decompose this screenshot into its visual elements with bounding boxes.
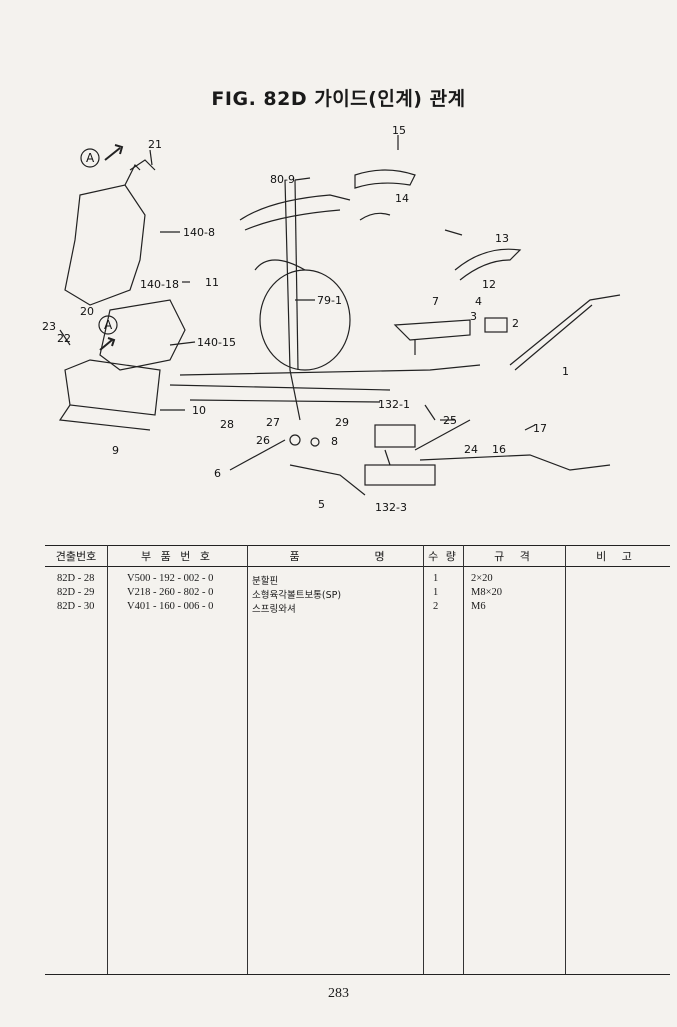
row-spec: M6 (471, 601, 486, 612)
header-name-2: 명 (374, 550, 386, 563)
column-divider (107, 545, 108, 975)
callout-4: 4 (475, 295, 482, 308)
callout-24: 24 (464, 443, 478, 456)
callout-17: 17 (533, 422, 547, 435)
row-ref: 82D - 29 (57, 587, 95, 598)
callout-20: 20 (80, 305, 94, 318)
callout-3: 3 (470, 310, 477, 323)
row-ref: 82D - 30 (57, 601, 95, 612)
callout-29: 29 (335, 416, 349, 429)
row-name: 분할핀 (252, 576, 279, 587)
header-qty: 수 량 (428, 550, 458, 563)
callout-79-1: 79-1 (317, 294, 342, 307)
callout-10: 10 (192, 404, 206, 417)
header-note: 비 고 (596, 550, 638, 563)
column-divider (565, 545, 566, 975)
exploded-view-drawing: A A 21 15 80-9 14 140-8 13 12 140-18 11 … (42, 124, 621, 514)
page-number: 283 (328, 986, 349, 1001)
header-ref: 견출번호 (55, 550, 97, 563)
header-name-1: 품 (289, 550, 301, 563)
callout-9: 9 (112, 444, 119, 457)
callout-5: 5 (318, 498, 325, 511)
row-qty: 1 (433, 573, 439, 584)
callout-140-18: 140-18 (140, 278, 179, 291)
callout-27: 27 (266, 416, 280, 429)
callout-132-3: 132-3 (375, 501, 407, 514)
callout-80-9: 80-9 (270, 173, 295, 186)
row-spec: M8×20 (471, 587, 503, 598)
callout-11: 11 (205, 276, 219, 289)
callout-140-8: 140-8 (183, 226, 215, 239)
callout-22: 22 (57, 332, 71, 345)
column-divider (247, 545, 248, 975)
callout-8: 8 (331, 435, 338, 448)
callout-26: 26 (256, 434, 270, 447)
row-qty: 1 (433, 587, 439, 598)
callout-25: 25 (443, 414, 457, 427)
table-row: 82D - 29 V218 - 260 - 802 - 0 소형육각볼트보통(S… (45, 587, 670, 601)
header-spec: 규 격 (494, 550, 536, 563)
callout-2: 2 (512, 317, 519, 330)
row-qty: 2 (433, 601, 439, 612)
row-part-no: V500 - 192 - 002 - 0 (127, 573, 214, 584)
callout-circle-a-lower: A (104, 318, 113, 332)
header-part-no: 부 품 번 호 (141, 550, 213, 563)
callout-12: 12 (482, 278, 496, 291)
table-row: 82D - 30 V401 - 160 - 006 - 0 스프링와셔 2 M6 (45, 601, 670, 615)
callout-23: 23 (42, 320, 56, 333)
row-name: 스프링와셔 (252, 604, 296, 615)
table-bottom-border (45, 974, 670, 975)
callout-6: 6 (214, 467, 221, 480)
column-divider (463, 545, 464, 975)
callout-circle-a: A (86, 151, 95, 165)
callout-14: 14 (395, 192, 409, 205)
parts-diagram: A A 21 15 80-9 14 140-8 13 12 140-18 11 … (30, 120, 630, 530)
callout-15: 15 (392, 124, 406, 137)
row-part-no: V401 - 160 - 006 - 0 (127, 601, 214, 612)
callout-140-15: 140-15 (197, 336, 236, 349)
callout-1: 1 (562, 365, 569, 378)
table-header: 견출번호 부 품 번 호 품 명 수 량 규 격 비 고 (45, 545, 670, 567)
parts-table: 견출번호 부 품 번 호 품 명 수 량 규 격 비 고 82D - 28 V5… (45, 545, 670, 975)
guide-plate-shape (64, 184, 146, 306)
figure-title: FIG. 82D 가이드(인계) 관계 (211, 88, 466, 110)
column-divider (423, 545, 424, 975)
row-spec: 2×20 (471, 573, 493, 584)
callout-28: 28 (220, 418, 234, 431)
row-name: 소형육각볼트보통(SP) (252, 590, 342, 601)
callout-7: 7 (432, 295, 439, 308)
row-ref: 82D - 28 (57, 573, 95, 584)
callout-16: 16 (492, 443, 506, 456)
callout-13: 13 (495, 232, 509, 245)
row-part-no: V218 - 260 - 802 - 0 (127, 587, 214, 598)
table-row: 82D - 28 V500 - 192 - 002 - 0 분할핀 1 2×20 (45, 573, 670, 587)
callout-21: 21 (148, 138, 162, 151)
callout-132-1: 132-1 (378, 398, 410, 411)
